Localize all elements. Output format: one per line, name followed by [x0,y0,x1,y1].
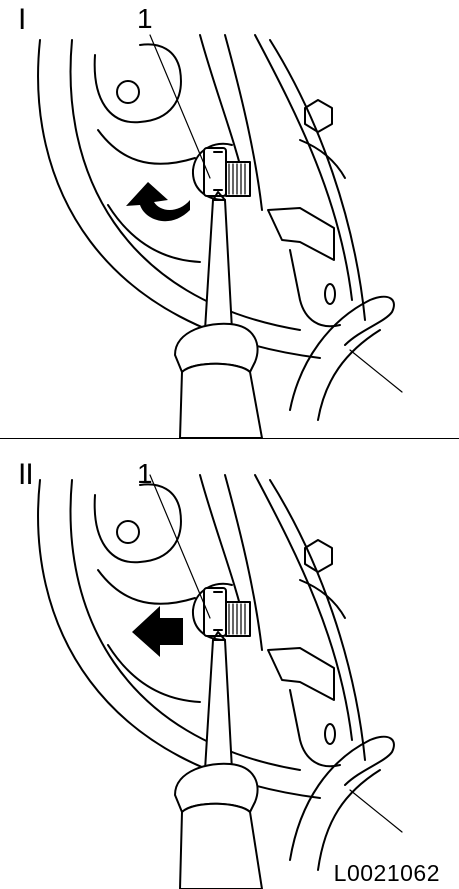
brake-assembly-drawing-1 [37,34,403,438]
adjuster-detail [213,591,223,631]
lower-flange [289,295,395,411]
tab-lower [289,689,341,768]
adjuster-thread [225,601,251,637]
housing-line-b [224,474,263,651]
bracket-outline [93,43,182,124]
screwdriver-tip [212,191,226,201]
callout-number: 1 [137,458,153,489]
leader-line-lower [349,349,403,393]
thread-lines [228,603,246,635]
panel-divider [0,438,459,439]
leader-line-lower [349,789,403,833]
step-label: I [18,3,26,36]
rotate-arrow [126,182,190,222]
screwdriver-handle [179,362,263,438]
backing-plate-inner-edge [69,479,301,771]
lower-flange-inner [317,769,381,871]
screwdriver-shaft [204,639,233,771]
plate-contour [107,204,201,263]
screwdriver-tip [212,631,226,641]
screwdriver-handle [179,802,263,889]
backing-plate-outer-edge [37,39,321,359]
housing-line-b [224,34,263,211]
bracket-hole [116,520,140,544]
callout-leader-1 [149,34,211,179]
housing-line-d [269,479,366,761]
brake-assembly-drawing-2 [37,474,403,889]
bolt-flange [299,139,346,179]
tab-hole [324,723,336,745]
retaining-tab [267,207,335,261]
retaining-tab [267,647,335,701]
screwdriver-shaft [204,199,233,331]
bolt-head [304,539,333,573]
housing-line-c [254,474,353,741]
bolt-head [304,99,333,133]
bracket-hole [116,80,140,104]
callout-leader-1 [149,474,211,619]
adjuster-thread [225,161,251,197]
callout-number: 1 [137,3,153,34]
tab-hole [324,283,336,305]
left-arrow [132,606,183,657]
bracket-outline [93,483,182,564]
lower-flange-inner [317,329,381,421]
bracket-lower-edge [97,569,196,605]
housing-line-c [254,34,353,301]
panel-step-2: II 1 left-arrow-icon L0021062 [0,440,459,889]
backing-plate-inner-edge [69,39,301,331]
step-label: II [18,458,34,491]
plate-contour [107,644,201,703]
bracket-lower-edge [97,129,196,165]
figure-code: L0021062 [333,860,440,886]
thread-lines [228,163,246,195]
adjuster-detail [213,151,223,191]
lower-flange [289,735,395,861]
tab-lower [289,249,341,328]
housing-line-d [269,39,366,321]
panel-step-1: I 1 rotate-icon [0,0,459,438]
bolt-flange [299,579,346,619]
